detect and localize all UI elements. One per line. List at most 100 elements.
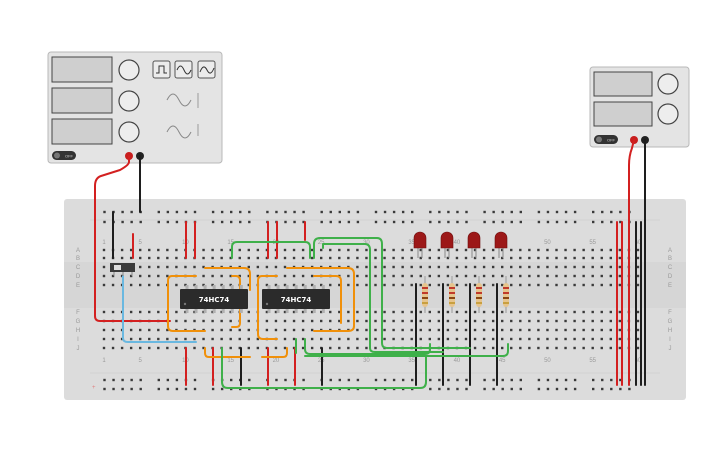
breadboard-hole[interactable] [437, 337, 441, 341]
breadboard-hole[interactable] [492, 387, 495, 391]
breadboard-hole[interactable] [193, 319, 196, 323]
breadboard-hole[interactable] [591, 256, 594, 260]
breadboard-hole[interactable] [229, 319, 232, 323]
breadboard-hole[interactable] [238, 346, 241, 350]
breadboard-hole[interactable] [618, 256, 622, 260]
breadboard-hole[interactable] [338, 378, 341, 382]
breadboard-hole[interactable] [121, 210, 124, 214]
breadboard-hole[interactable] [220, 283, 223, 287]
breadboard-hole[interactable] [619, 210, 622, 214]
breadboard-hole[interactable] [365, 274, 368, 278]
breadboard-hole[interactable] [411, 220, 414, 224]
breadboard-hole[interactable] [301, 283, 305, 287]
breadboard-hole[interactable] [383, 283, 386, 287]
breadboard-hole[interactable] [166, 346, 169, 350]
breadboard-hole[interactable] [456, 210, 459, 214]
breadboard-hole[interactable] [636, 265, 640, 269]
breadboard-hole[interactable] [157, 328, 160, 332]
breadboard-hole[interactable] [501, 256, 504, 260]
breadboard-hole[interactable] [193, 346, 196, 350]
breadboard-hole[interactable] [564, 346, 567, 350]
breadboard-hole[interactable] [464, 265, 468, 269]
breadboard-hole[interactable] [546, 256, 549, 260]
breadboard-hole[interactable] [175, 256, 178, 260]
breadboard-hole[interactable] [202, 265, 205, 269]
breadboard-hole[interactable] [455, 265, 459, 269]
breadboard-hole[interactable] [546, 337, 549, 341]
breadboard-hole[interactable] [239, 210, 242, 214]
breadboard-hole[interactable] [410, 274, 413, 278]
breadboard-hole[interactable] [528, 265, 531, 269]
breadboard-hole[interactable] [157, 248, 160, 252]
breadboard-hole[interactable] [374, 337, 377, 341]
breadboard-hole[interactable] [148, 265, 151, 269]
breadboard-hole[interactable] [275, 378, 278, 382]
breadboard-hole[interactable] [401, 248, 404, 252]
breadboard-hole[interactable] [428, 337, 431, 341]
breadboard-hole[interactable] [184, 310, 187, 314]
breadboard-hole[interactable] [247, 283, 250, 287]
breadboard-hole[interactable] [302, 210, 305, 214]
breadboard-hole[interactable] [392, 283, 395, 287]
breadboard-hole[interactable] [410, 256, 413, 260]
breadboard-hole[interactable] [139, 220, 142, 224]
breadboard-hole[interactable] [157, 220, 160, 224]
breadboard-hole[interactable] [546, 210, 550, 214]
breadboard-hole[interactable] [320, 210, 323, 214]
breadboard-hole[interactable] [139, 283, 142, 287]
breadboard-hole[interactable] [600, 265, 603, 269]
breadboard-hole[interactable] [392, 319, 395, 323]
breadboard-hole[interactable] [102, 346, 106, 350]
breadboard-hole[interactable] [555, 283, 558, 287]
breadboard-hole[interactable] [247, 310, 250, 314]
breadboard-hole[interactable] [102, 265, 106, 269]
breadboard-hole[interactable] [193, 210, 197, 214]
breadboard-hole[interactable] [238, 274, 241, 278]
breadboard-hole[interactable] [374, 319, 377, 323]
breadboard-hole[interactable] [491, 319, 495, 323]
breadboard-hole[interactable] [401, 220, 405, 224]
breadboard-hole[interactable] [211, 220, 215, 224]
breadboard-hole[interactable] [365, 265, 368, 269]
breadboard-hole[interactable] [491, 248, 495, 252]
breadboard-hole[interactable] [383, 220, 387, 224]
breadboard-hole[interactable] [491, 256, 495, 260]
breadboard-hole[interactable] [455, 337, 459, 341]
breadboard-hole[interactable] [238, 248, 241, 252]
breadboard-hole[interactable] [310, 337, 314, 341]
breadboard-hole[interactable] [310, 346, 314, 350]
breadboard-hole[interactable] [510, 346, 513, 350]
breadboard-hole[interactable] [510, 283, 513, 287]
breadboard-hole[interactable] [573, 387, 577, 391]
wires[interactable] [94, 139, 646, 389]
breadboard-hole[interactable] [492, 210, 495, 214]
breadboard-hole[interactable] [546, 265, 549, 269]
breadboard-hole[interactable] [446, 328, 450, 332]
breadboard-hole[interactable] [428, 319, 431, 323]
offset-knob[interactable] [118, 121, 140, 143]
breadboard-hole[interactable] [102, 248, 106, 252]
breadboard-hole[interactable] [293, 210, 296, 214]
breadboard-hole[interactable] [320, 256, 323, 260]
breadboard-hole[interactable] [537, 328, 540, 332]
breadboard-hole[interactable] [256, 265, 260, 269]
breadboard-hole[interactable] [482, 310, 486, 314]
breadboard-hole[interactable] [112, 378, 115, 382]
breadboard-hole[interactable] [411, 378, 414, 382]
breadboard-hole[interactable] [636, 310, 640, 314]
breadboard-hole[interactable] [537, 265, 540, 269]
breadboard-hole[interactable] [573, 274, 576, 278]
breadboard-hole[interactable] [129, 283, 133, 287]
breadboard-hole[interactable] [211, 319, 214, 323]
breadboard-hole[interactable] [220, 328, 223, 332]
breadboard-hole[interactable] [130, 210, 133, 214]
breadboard-hole[interactable] [166, 220, 170, 224]
breadboard-hole[interactable] [419, 274, 422, 278]
breadboard-hole[interactable] [320, 220, 323, 224]
breadboard-hole[interactable] [600, 256, 603, 260]
breadboard-hole[interactable] [374, 283, 377, 287]
breadboard-hole[interactable] [356, 328, 359, 332]
breadboard-hole[interactable] [374, 210, 378, 214]
breadboard-hole[interactable] [510, 256, 513, 260]
breadboard-hole[interactable] [157, 378, 160, 382]
